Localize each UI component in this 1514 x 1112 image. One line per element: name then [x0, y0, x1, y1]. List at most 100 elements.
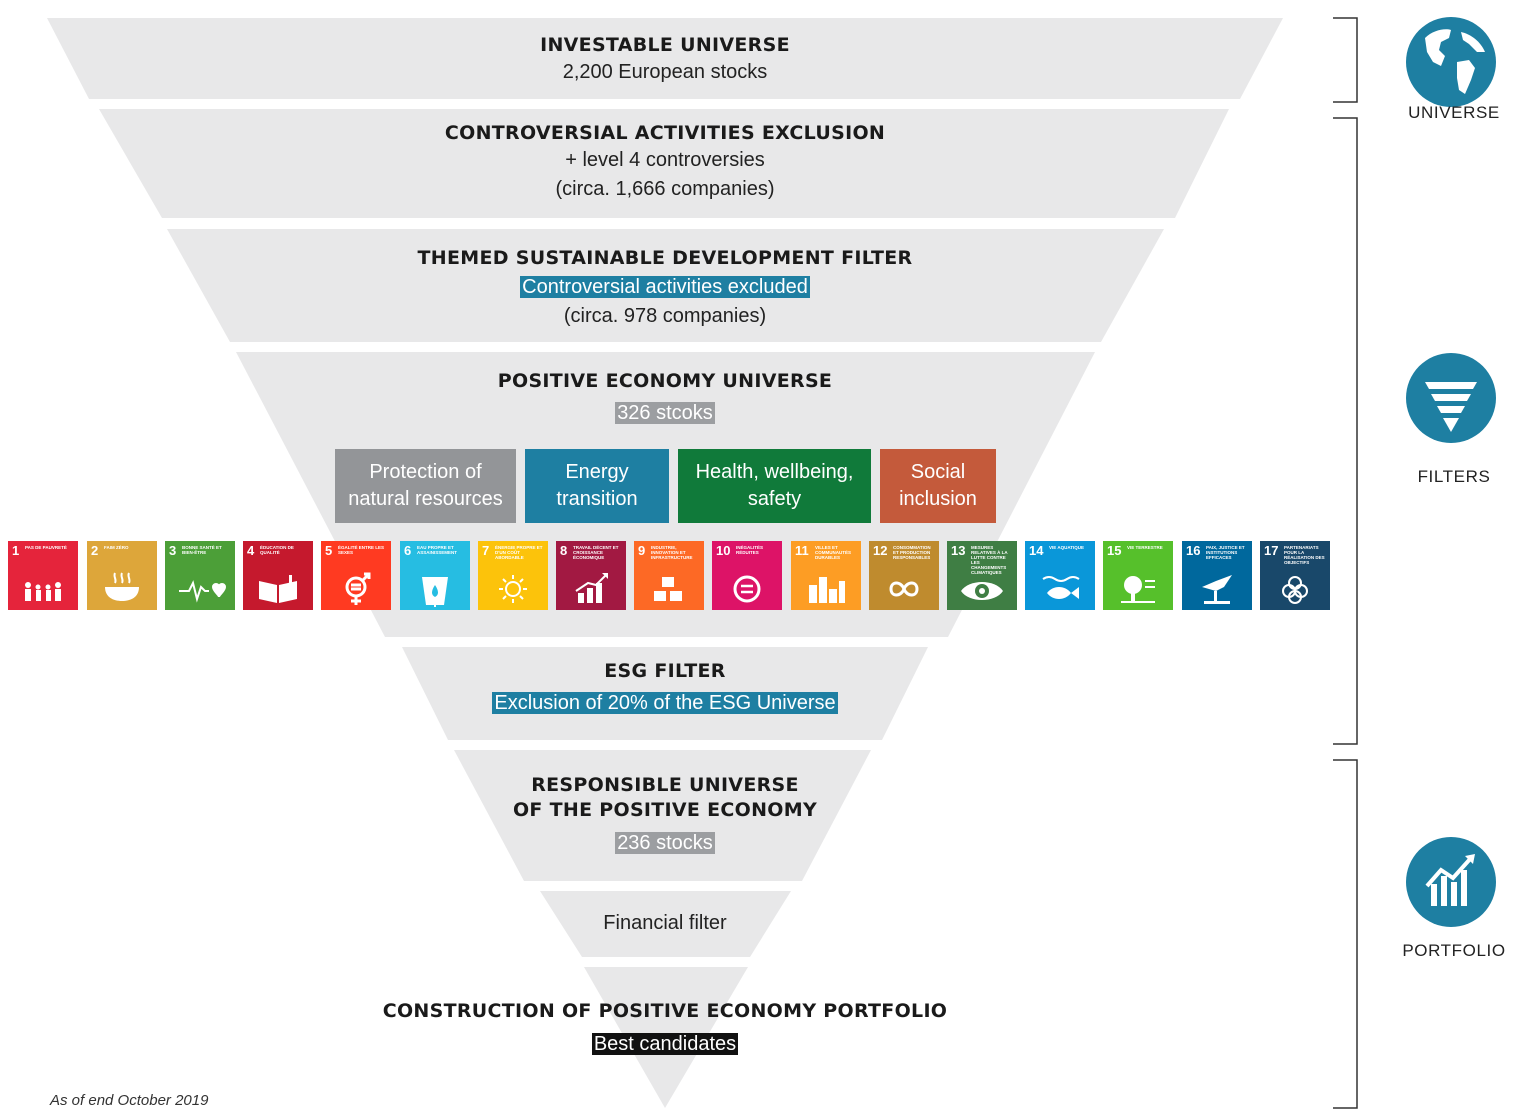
sdg-label: Éducation de qualité	[260, 545, 294, 555]
sdg-number: 9	[638, 543, 646, 558]
theme-line1: Social	[910, 461, 966, 483]
category-label-portfolio: PORTFOLIO	[1402, 941, 1506, 960]
theme-line1: Energy	[565, 461, 629, 483]
sdg-number: 7	[482, 543, 490, 558]
sdg-number: 3	[169, 543, 177, 558]
category-label-filters: FILTERS	[1417, 467, 1491, 486]
sdg-label: Travail décent et croissance économique	[573, 545, 619, 560]
infinity-icon	[889, 581, 919, 597]
layer-title: CONSTRUCTION OF POSITIVE ECONOMY PORTFOL…	[382, 1000, 948, 1022]
layer-highlight: 236 stocks	[615, 832, 715, 854]
sdg-label: Faim zéro	[104, 545, 129, 550]
sdg-number: 5	[325, 543, 333, 558]
sdg-number: 11	[795, 543, 809, 558]
sdg-number: 17	[1264, 543, 1279, 558]
sdg-tile-4: 4Éducation de qualité	[243, 541, 313, 610]
theme-line2: natural resources	[348, 488, 503, 510]
gender-icon	[345, 572, 371, 605]
layer-title-line1: RESPONSIBLE UNIVERSE	[531, 774, 799, 796]
funnel-icon	[1406, 353, 1496, 443]
sdg-label: Consommation et production responsables	[893, 545, 931, 560]
funnel-band-responsible	[454, 750, 871, 881]
book-icon	[259, 575, 297, 603]
theme-line1: Health, wellbeing,	[695, 461, 854, 483]
sdg-tile-11: 11 Villes et communautés durables	[791, 541, 861, 610]
layer-title: THEMED SUSTAINABLE DEVELOPMENT FILTER	[417, 247, 913, 269]
bracket-portfolio	[1333, 759, 1358, 1109]
layer-text: Financial filter	[603, 912, 727, 934]
sdg-tile-5: 5Égalité entre les sexes	[321, 541, 391, 610]
layer-responsible-universe: RESPONSIBLE UNIVERSE OF THE POSITIVE ECO…	[0, 773, 1330, 858]
layer-line2: (circa. 978 companies)	[563, 305, 767, 327]
sdg-tile-9: 9 Industrie, innovation et infrastructure	[634, 541, 704, 610]
theme-health-wellbeing: Health, wellbeing, safety	[678, 449, 871, 523]
theme-line1: Protection of	[369, 461, 482, 483]
eye-icon	[961, 582, 1003, 600]
sdg-label: Vie aquatique	[1049, 545, 1085, 550]
sdg-number: 16	[1186, 543, 1201, 558]
sdg-tile-16: 16Paix, justice et institutions efficace…	[1182, 541, 1252, 610]
sdg-tile-10: 10Inégalités réduites	[712, 541, 782, 610]
theme-line2: transition	[556, 488, 638, 510]
layer-title: POSITIVE ECONOMY UNIVERSE	[497, 370, 833, 392]
theme-energy-transition: Energy transition	[525, 449, 669, 523]
stage-brackets	[1333, 17, 1358, 1109]
sdg-tile-6: 6Eau propre et assainissement	[400, 541, 470, 610]
layer-investable-universe: INVESTABLE UNIVERSE 2,200 European stock…	[0, 33, 1330, 87]
sdg-tile-1: 1 Pas de pauvreté	[8, 541, 78, 610]
funnel-band-controversial	[99, 109, 1229, 218]
sdg-number: 15	[1107, 543, 1122, 558]
rings-icon	[1282, 576, 1308, 604]
footnote: As of end October 2019	[50, 1092, 209, 1109]
fish-icon	[1042, 576, 1080, 599]
layer-subtitle: 2,200 European stocks	[562, 61, 768, 83]
layer-title: ESG FILTER	[604, 660, 726, 682]
cubes-icon	[654, 577, 682, 601]
sdg-number: 8	[560, 543, 568, 558]
layer-themed-filter: THEMED SUSTAINABLE DEVELOPMENT FILTER Co…	[0, 246, 1330, 331]
sdg-label: Industrie, innovation et infrastructure	[651, 545, 693, 560]
layer-esg-filter: ESG FILTER Exclusion of 20% of the ESG U…	[0, 659, 1330, 718]
layer-title: INVESTABLE UNIVERSE	[540, 34, 790, 56]
layer-highlight: 326 stcoks	[615, 402, 715, 424]
sdg-label: Vie terrestre	[1127, 545, 1163, 550]
theme-natural-resources: Protection of natural resources	[335, 449, 516, 523]
layer-title-line2: OF THE POSITIVE ECONOMY	[512, 799, 818, 821]
bracket-universe	[1333, 17, 1358, 103]
layer-positive-economy: POSITIVE ECONOMY UNIVERSE 326 stcoks	[0, 369, 1330, 428]
sdg-label: Inégalités réduites	[736, 545, 764, 555]
funnel-band-universe	[47, 18, 1283, 99]
sdg-label: Partenariats pour la réalisation des obj…	[1284, 545, 1325, 565]
heartbeat-icon	[179, 580, 227, 603]
layer-line1: + level 4 controversies	[565, 149, 765, 171]
sdg-tile-3: 3 Bonne santé et bien-être	[165, 541, 235, 610]
sdg-label: Pas de pauvreté	[25, 545, 67, 550]
layer-highlight: Best candidates	[591, 1033, 739, 1055]
funnel-band-financial	[540, 891, 791, 957]
layer-line2: (circa. 1,666 companies)	[555, 178, 775, 200]
chart-icon	[1406, 837, 1496, 927]
sdg-tile-8: 8 Travail décent et croissance économique	[556, 541, 626, 610]
family-icon	[25, 582, 61, 601]
sun-icon	[499, 575, 527, 603]
sdg-label: Villes et communautés durables	[815, 545, 851, 560]
theme-line2: inclusion	[899, 488, 977, 510]
sdg-label: Bonne santé et bien-être	[182, 545, 222, 555]
sdg-tile-7: 7Énergie propre et d'un coût abordable	[478, 541, 548, 610]
sdg-number: 2	[91, 543, 99, 558]
sdg-tile-2: 2 Faim zéro	[87, 541, 157, 610]
sdg-label: Eau propre et assainissement	[417, 545, 458, 555]
layer-highlight: Exclusion of 20% of the ESG Universe	[492, 692, 838, 714]
theme-line2: safety	[747, 488, 802, 510]
sdg-number: 14	[1029, 543, 1044, 558]
tree-icon	[1121, 576, 1155, 603]
layer-title: CONTROVERSIAL ACTIVITIES EXCLUSION	[444, 122, 886, 144]
layer-highlight: Controversial activities excluded	[520, 276, 810, 298]
theme-social-inclusion: Social inclusion	[880, 449, 996, 523]
bracket-filters	[1333, 117, 1358, 745]
sdg-tile-14: 14 Vie aquatique	[1025, 541, 1095, 610]
sdg-number: 1	[12, 543, 20, 558]
layer-financial-filter: Financial filter	[0, 909, 1330, 938]
sdg-tile-12: 12Consommation et production responsable…	[869, 541, 939, 610]
globe-icon	[1406, 17, 1496, 107]
